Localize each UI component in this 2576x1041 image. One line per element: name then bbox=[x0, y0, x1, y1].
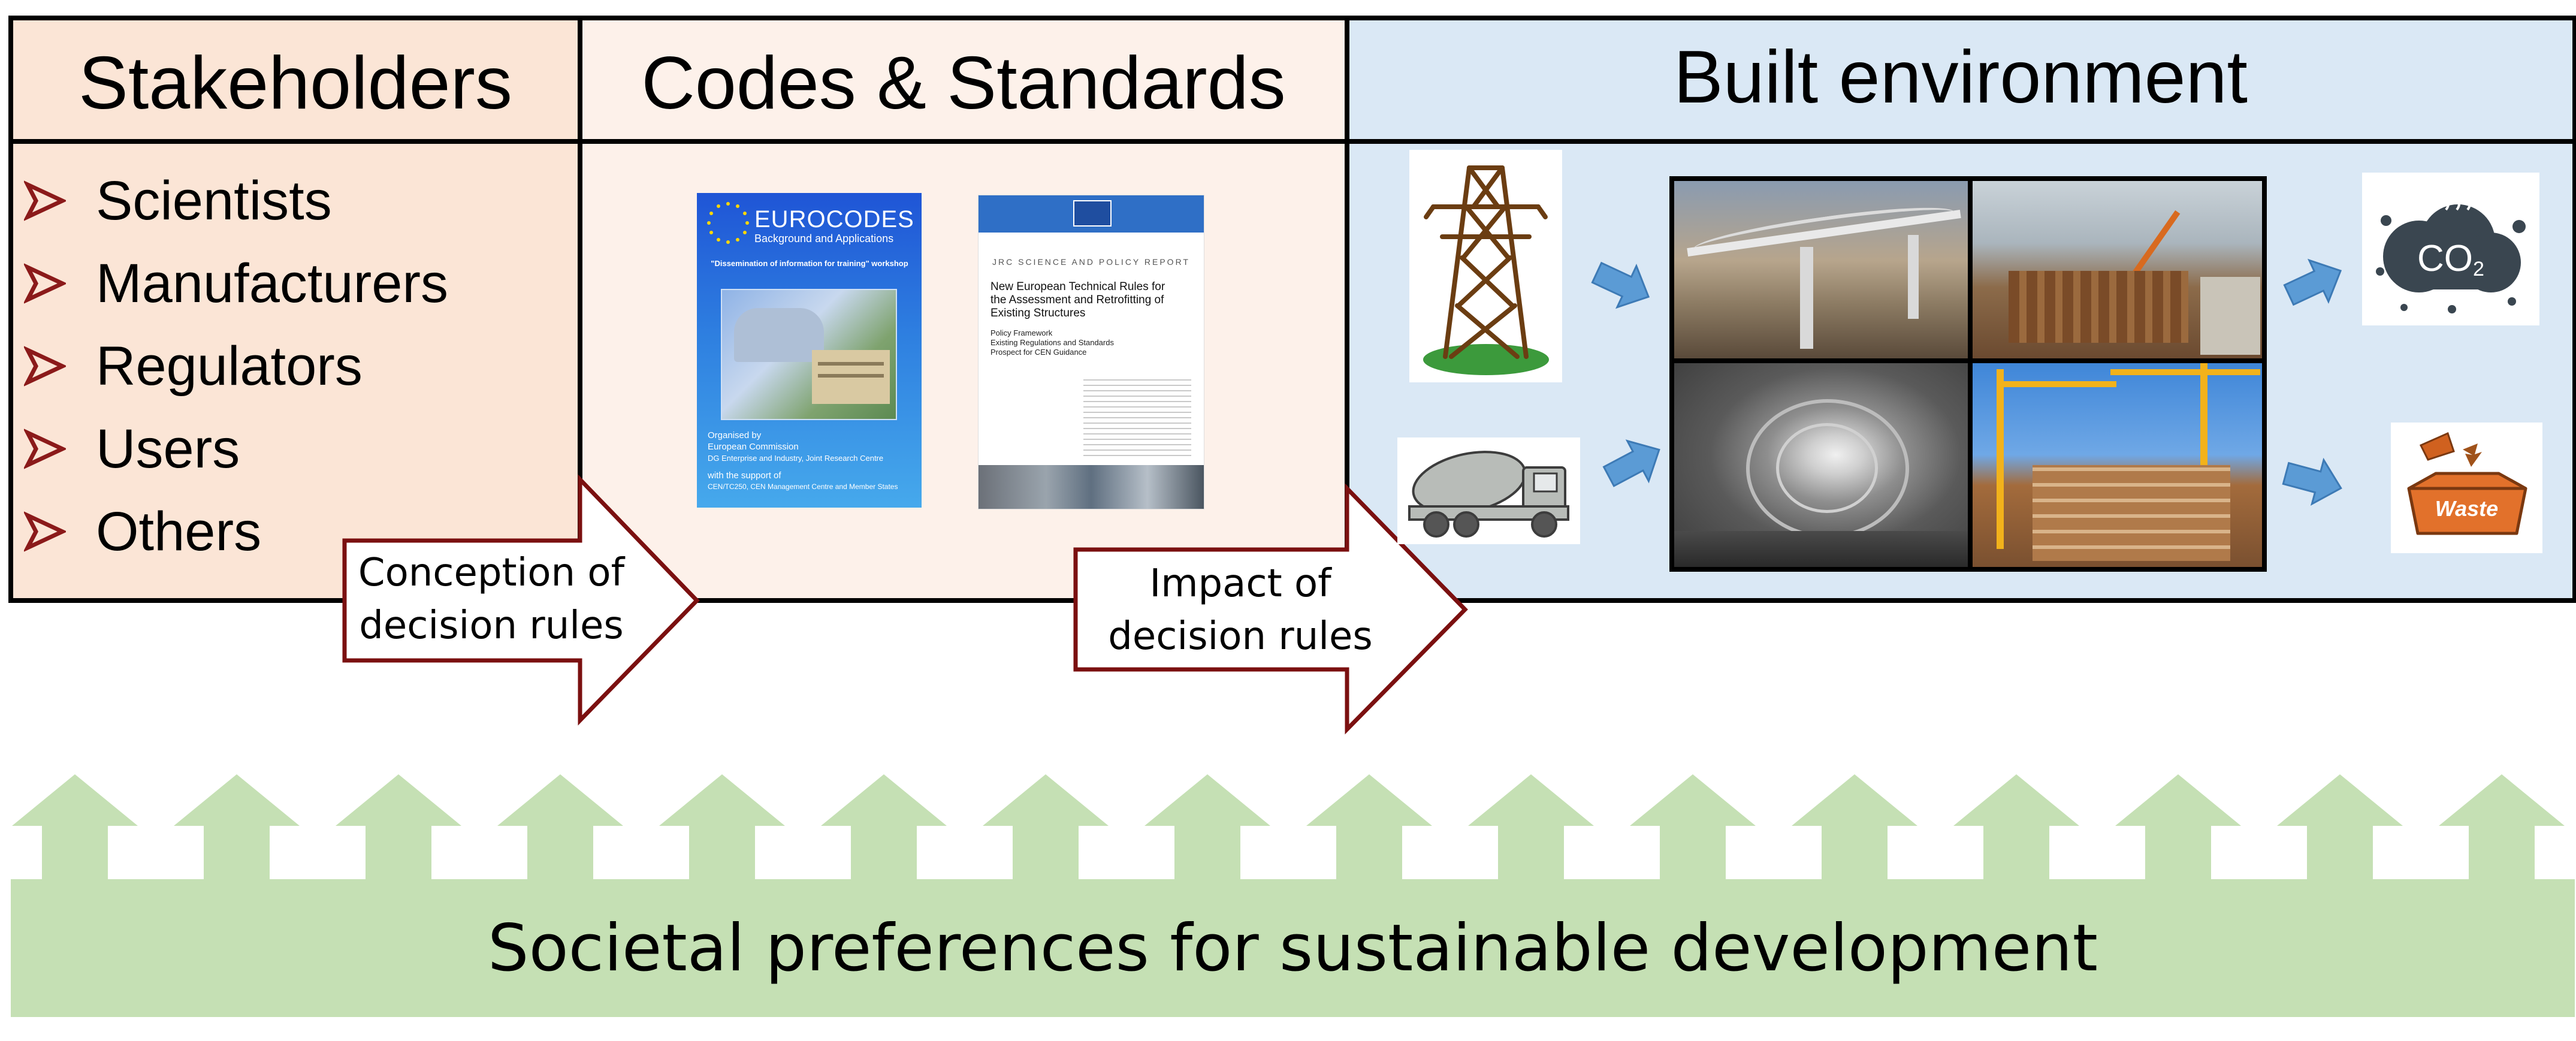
stakeholder-label: Users bbox=[96, 418, 240, 479]
green-up-arrow bbox=[1792, 774, 1917, 881]
green-up-arrow bbox=[12, 774, 138, 881]
codes-header: Codes & Standards bbox=[641, 42, 1286, 125]
blue-arrow-co2 bbox=[2283, 258, 2342, 306]
eurocodes-support: with the support of bbox=[708, 470, 781, 481]
eurocodes-org1: European Commission bbox=[708, 442, 799, 452]
green-up-arrow bbox=[497, 774, 623, 881]
red-arrowhead-bullet-icon bbox=[24, 180, 66, 221]
green-up-arrow bbox=[1468, 774, 1594, 881]
eurocodes-org2: DG Enterprise and Industry, Joint Resear… bbox=[708, 454, 884, 463]
waste-label: Waste bbox=[2435, 496, 2499, 521]
stakeholder-item: Regulators bbox=[24, 327, 363, 405]
stakeholder-item: Users bbox=[24, 410, 240, 488]
red-arrowhead-bullet-icon bbox=[24, 429, 66, 469]
eurocodes-organised: Organised by bbox=[708, 430, 762, 440]
jrc-sub3: Prospect for CEN Guidance bbox=[990, 348, 1087, 357]
green-up-arrow bbox=[821, 774, 947, 881]
jrc-title: New European Technical Rules for the Ass… bbox=[990, 280, 1165, 319]
co2-cloud-icon: CO2 bbox=[2362, 173, 2539, 325]
green-up-arrow bbox=[1630, 774, 1756, 881]
eurocodes-document: EUROCODES Background and Applications "D… bbox=[697, 193, 922, 508]
eurocodes-building-image bbox=[721, 289, 897, 420]
co2-text: CO bbox=[2417, 238, 2473, 279]
stakeholder-item: Scientists bbox=[24, 162, 332, 240]
stakeholders-header: Stakeholders bbox=[78, 42, 512, 125]
eu-logo-icon bbox=[1073, 200, 1112, 227]
stakeholders-panel bbox=[11, 18, 580, 601]
stakeholder-label: Regulators bbox=[96, 335, 363, 397]
tunnel-photo bbox=[1674, 363, 1968, 567]
building-site-photo bbox=[1973, 363, 2262, 567]
co2-label: CO2 bbox=[2417, 237, 2484, 281]
eurocodes-support2: CEN/TC250, CEN Management Centre and Mem… bbox=[708, 482, 898, 491]
jrc-sub1: Policy Framework bbox=[990, 328, 1053, 337]
green-up-arrow bbox=[1306, 774, 1432, 881]
red-arrowhead-bullet-icon bbox=[24, 511, 66, 552]
red-arrowhead-bullet-icon bbox=[24, 346, 66, 387]
conception-line-2: decision rules bbox=[359, 604, 624, 648]
eu-stars-icon bbox=[707, 202, 749, 244]
eurocodes-title: EUROCODES bbox=[754, 206, 914, 233]
stakeholder-label: Others bbox=[96, 500, 262, 562]
impact-arrow bbox=[1073, 483, 1468, 735]
co2-subscript: 2 bbox=[2473, 258, 2484, 280]
eurocodes-subtitle: Background and Applications bbox=[754, 233, 894, 245]
blue-arrow-waste bbox=[2282, 457, 2342, 506]
waste-bin-icon: Waste bbox=[2391, 423, 2542, 553]
jrc-report-document: JRC SCIENCE AND POLICY REPORT New Europe… bbox=[978, 195, 1204, 509]
formwork-photo bbox=[1973, 181, 2262, 358]
concrete-mixer-truck-icon bbox=[1397, 437, 1580, 544]
green-up-arrow bbox=[2277, 774, 2403, 881]
jrc-series: JRC SCIENCE AND POLICY REPORT bbox=[992, 257, 1190, 267]
bridge-photo bbox=[1674, 181, 1968, 358]
stakeholder-label: Manufacturers bbox=[96, 252, 449, 314]
built-header: Built environment bbox=[1673, 36, 2248, 119]
green-up-arrow bbox=[336, 774, 461, 881]
green-up-arrow bbox=[659, 774, 785, 881]
jrc-photo-strip bbox=[979, 465, 1204, 509]
red-arrowhead-bullet-icon bbox=[24, 263, 66, 304]
jrc-sub2: Existing Regulations and Standards bbox=[990, 338, 1114, 347]
stakeholder-label: Scientists bbox=[96, 170, 332, 231]
green-up-arrow bbox=[2439, 774, 2565, 881]
conception-line-1: Conception of bbox=[358, 551, 625, 595]
societal-arrows bbox=[11, 774, 2575, 1017]
blue-arrow-truck bbox=[1602, 439, 1660, 487]
eurocodes-workshop: "Dissemination of information for traini… bbox=[711, 259, 908, 268]
jrc-header-band bbox=[979, 195, 1204, 233]
blue-arrow-tower bbox=[1591, 261, 1650, 309]
green-up-arrow bbox=[174, 774, 300, 881]
green-up-arrow bbox=[983, 774, 1109, 881]
power-tower-icon bbox=[1409, 150, 1562, 382]
stakeholder-item: Manufacturers bbox=[24, 245, 448, 322]
jrc-text-lines bbox=[1083, 375, 1191, 459]
conception-arrow bbox=[342, 474, 700, 726]
conception-label: Conception of decision rules bbox=[351, 547, 632, 652]
impact-line-2: decision rules bbox=[1108, 614, 1373, 659]
impact-label: Impact of decision rules bbox=[1079, 557, 1402, 663]
impact-line-1: Impact of bbox=[1149, 562, 1331, 606]
societal-preferences-label: Societal preferences for sustainable dev… bbox=[488, 911, 2098, 986]
green-up-arrow bbox=[1953, 774, 2079, 881]
construction-photo-grid bbox=[1669, 176, 2267, 572]
green-up-arrow bbox=[2115, 774, 2241, 881]
green-up-arrow bbox=[1144, 774, 1270, 881]
stakeholder-item: Others bbox=[24, 493, 261, 571]
